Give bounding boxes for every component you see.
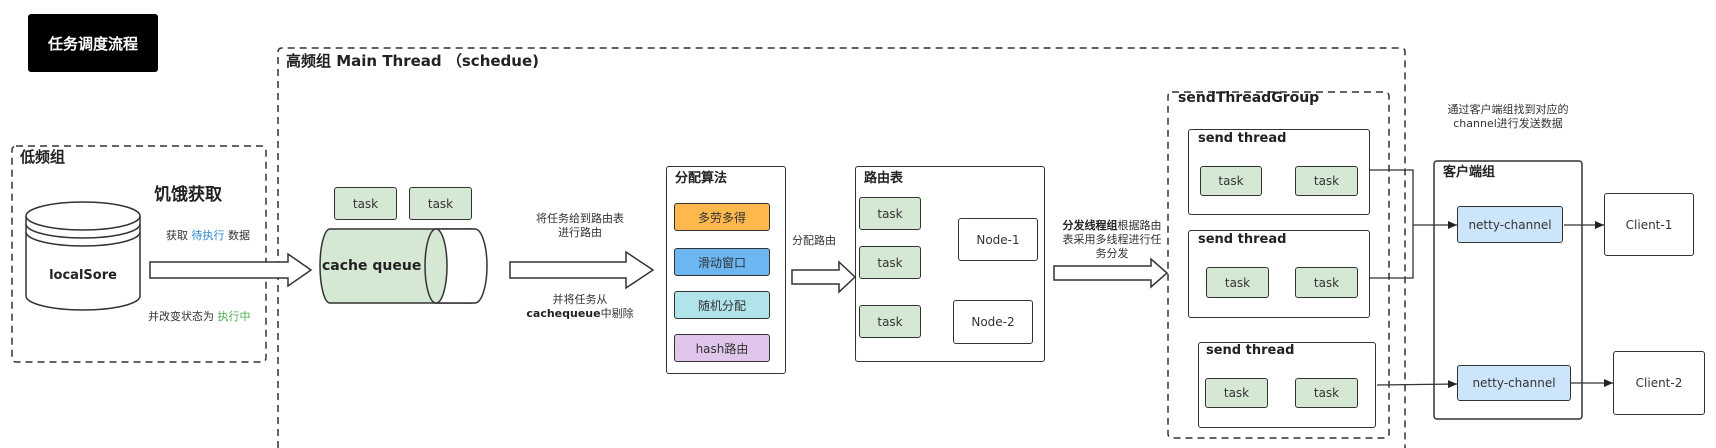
queue-task-2: task — [409, 187, 472, 220]
route-task-2: task — [859, 246, 921, 279]
send-thread-2-task-1: task — [1206, 267, 1269, 298]
netty-channel-1: netty-channel — [1457, 206, 1563, 243]
arrow-assign-route — [791, 260, 857, 294]
send-thread-2-task-2: task — [1295, 267, 1358, 298]
localsore-label: localSore — [49, 268, 117, 283]
cache-queue-cylinder — [319, 228, 488, 304]
assign-route-label: 分配路由 — [792, 234, 836, 247]
route-task-3: task — [859, 305, 921, 338]
node-1: Node-1 — [958, 218, 1038, 261]
algo-sliding-window: 滑动窗口 — [674, 248, 770, 276]
send-thread-1-task-1: task — [1200, 166, 1262, 196]
high-group-border — [277, 47, 1406, 448]
fetch-pending-label: 获取 待执行 数据 — [166, 229, 250, 242]
send-thread-1-task-2: task — [1295, 166, 1358, 196]
diagram-title: 任务调度流程 — [28, 14, 158, 72]
client-group-label: 客户端组 — [1443, 165, 1496, 180]
remove-from-queue-label: 并将任务从 cachequeue中剔除 — [526, 293, 634, 320]
send-group-border — [1167, 91, 1390, 439]
client-2: Client-2 — [1613, 351, 1705, 415]
send-thread-3-task-2: task — [1295, 378, 1358, 408]
queue-task-1: task — [334, 187, 397, 220]
cache-queue-label: cache queue — [322, 258, 422, 274]
high-group-label: 高频组 Main Thread （schedue) — [286, 52, 539, 70]
algorithm-title: 分配算法 — [675, 171, 728, 186]
localsore-cylinder — [25, 201, 141, 311]
algo-random: 随机分配 — [674, 291, 770, 319]
low-group-border — [11, 145, 267, 363]
arrow-to-route — [509, 250, 655, 290]
route-table-title: 路由表 — [864, 171, 904, 186]
node-2: Node-2 — [953, 300, 1033, 344]
change-status-label: 并改变状态为 执行中 — [148, 310, 251, 323]
client-group-border — [1433, 160, 1583, 420]
client-1: Client-1 — [1604, 193, 1694, 256]
netty-channel-2: netty-channel — [1457, 365, 1571, 401]
send-thread-1-title: send thread — [1198, 131, 1287, 146]
send-thread-3-title: send thread — [1206, 343, 1295, 358]
route-task-1: task — [859, 197, 921, 230]
low-group-label: 低频组 — [20, 148, 66, 166]
arrow-fetch — [149, 252, 313, 288]
send-thread-2-title: send thread — [1198, 232, 1287, 247]
send-group-label: sendThreadGroup — [1178, 90, 1320, 106]
arrow-dispatch — [1053, 257, 1169, 289]
send-thread-3-task-1: task — [1205, 378, 1268, 408]
dispatch-label: 分发线程组根据路由 表采用多线程进行任 务分发 — [1062, 219, 1162, 260]
to-route-label: 将任务给到路由表进行路由 — [536, 212, 624, 239]
algo-work-more: 多劳多得 — [674, 203, 770, 231]
algo-hash-route: hash路由 — [674, 334, 770, 362]
hungry-fetch-label: 饥饿获取 — [154, 185, 222, 205]
